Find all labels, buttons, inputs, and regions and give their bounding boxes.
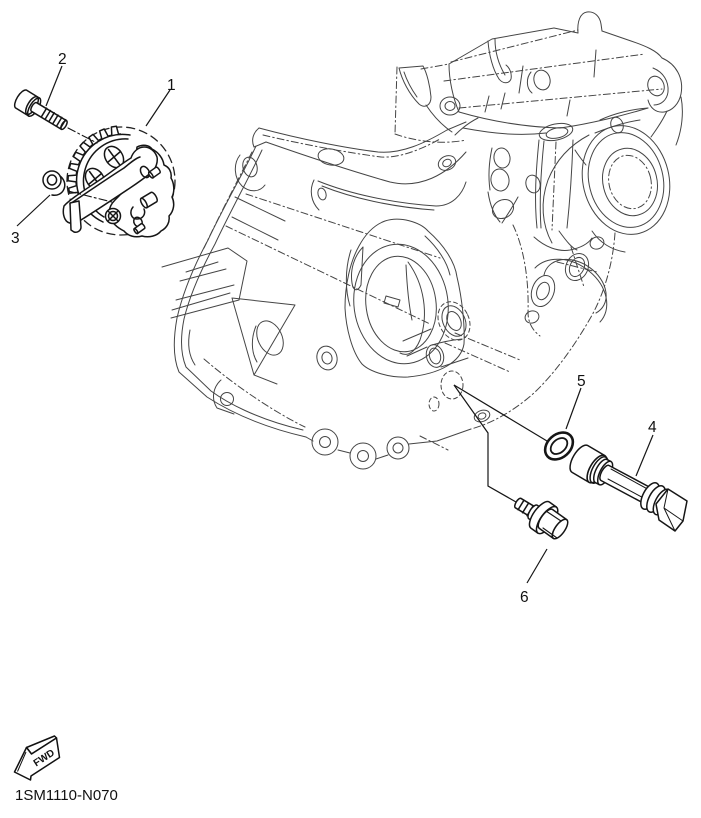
svg-text:5: 5 [577, 373, 586, 390]
svg-text:1SM1110-N070: 1SM1110-N070 [15, 787, 118, 804]
svg-text:2: 2 [58, 51, 67, 68]
svg-text:6: 6 [520, 589, 529, 606]
svg-text:1: 1 [167, 77, 176, 94]
svg-text:3: 3 [11, 230, 20, 247]
svg-text:4: 4 [648, 419, 657, 436]
